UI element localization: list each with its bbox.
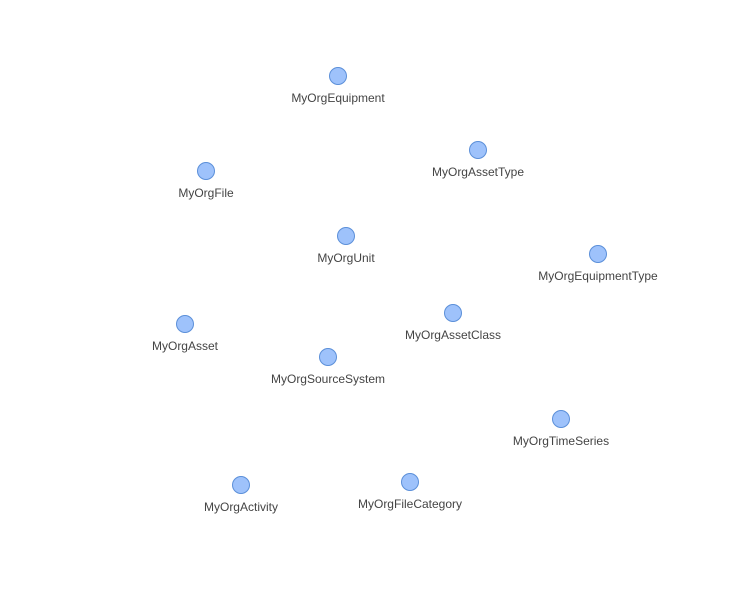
node-circle[interactable] [469,141,487,159]
graph-node-asset-type[interactable]: MyOrgAssetType [398,141,558,185]
node-circle[interactable] [589,245,607,263]
node-label: MyOrgEquipment [291,91,385,105]
graph-node-file-category[interactable]: MyOrgFileCategory [330,473,490,517]
graph-node-equipment[interactable]: MyOrgEquipment [258,67,418,111]
graph-node-equipment-type[interactable]: MyOrgEquipmentType [518,245,678,289]
node-label: MyOrgAssetType [431,165,525,179]
node-circle[interactable] [329,67,347,85]
node-circle[interactable] [197,162,215,180]
node-circle[interactable] [176,315,194,333]
graph-node-activity[interactable]: MyOrgActivity [161,476,321,520]
node-label: MyOrgActivity [203,500,278,514]
graph-node-asset-class[interactable]: MyOrgAssetClass [373,304,533,348]
graph-node-source-system[interactable]: MyOrgSourceSystem [248,348,408,392]
graph-node-time-series[interactable]: MyOrgTimeSeries [481,410,641,454]
node-label: MyOrgAssetClass [404,328,502,342]
node-label: MyOrgTimeSeries [512,434,610,448]
node-circle[interactable] [232,476,250,494]
graph-node-asset[interactable]: MyOrgAsset [105,315,265,359]
node-label: MyOrgSourceSystem [270,372,386,386]
node-circle[interactable] [319,348,337,366]
node-circle[interactable] [444,304,462,322]
node-circle[interactable] [337,227,355,245]
node-circle[interactable] [401,473,419,491]
node-label: MyOrgFileCategory [357,497,463,511]
node-label: MyOrgFile [178,186,234,200]
graph-node-file[interactable]: MyOrgFile [126,162,286,206]
graph-node-unit[interactable]: MyOrgUnit [266,227,426,271]
node-circle[interactable] [552,410,570,428]
node-label: MyOrgUnit [317,251,375,265]
node-label: MyOrgEquipmentType [538,269,658,283]
node-label: MyOrgAsset [151,339,218,353]
